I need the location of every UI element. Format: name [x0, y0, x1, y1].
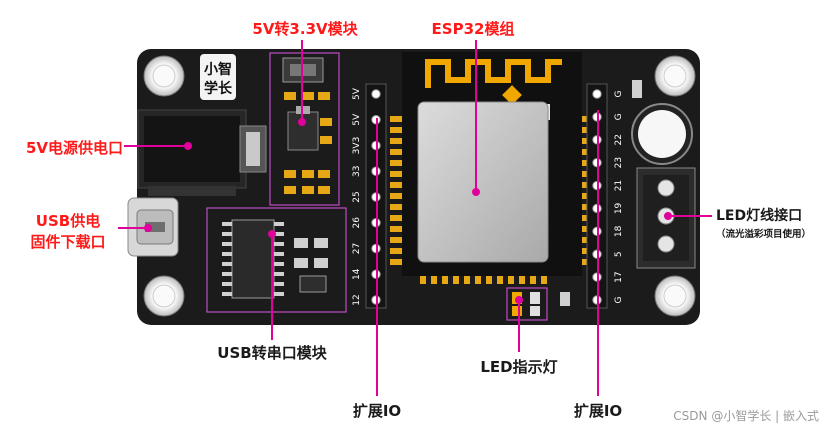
esp32-pad-bottom-6: [486, 274, 492, 284]
left-pin-label-3: 33: [352, 166, 362, 177]
esp32-pad-bottom-5: [475, 274, 481, 284]
esp32-pad-bottom-7: [497, 274, 503, 284]
right-pin-label-1: G: [614, 113, 624, 120]
esp32-pad-left-3: [390, 149, 402, 155]
esp32-pad-left-13: [390, 259, 402, 265]
esp32-pad-bottom-3: [453, 274, 459, 284]
left-pin-label-6: 27: [352, 243, 362, 254]
right-pin-0: [592, 89, 602, 99]
left-pin-label-5: 26: [352, 217, 362, 229]
left-pin-label-1: 5V: [352, 113, 362, 126]
right-pin-label-5: 19: [614, 202, 624, 214]
esp32-pad-left-10: [390, 226, 402, 232]
brand-logo: 小智 学长: [200, 54, 236, 100]
dc-power-jack: [137, 109, 267, 196]
esp32-pad-left-5: [390, 171, 402, 177]
right-pin-label-8: 17: [614, 271, 624, 282]
right-pin-label-9: G: [614, 296, 624, 303]
esp32-pad-left-9: [390, 215, 402, 221]
logo-line1: 小智: [204, 61, 232, 78]
esp32-pad-left-7: [390, 193, 402, 199]
esp32-pad-bottom-1: [431, 274, 437, 284]
esp32-pad-bottom-4: [464, 274, 470, 284]
esp32-pad-left-8: [390, 204, 402, 210]
label-expand-io-right: 扩展IO: [573, 402, 623, 420]
esp32-pad-left-0: [390, 116, 402, 122]
mounting-holes: [143, 55, 696, 317]
esp32-pad-left-12: [390, 248, 402, 254]
right-pin-label-2: 22: [614, 134, 624, 145]
left-pin-labels: 5V 5V 3V3 33 25 26 27 14 12: [352, 87, 362, 306]
left-pin-label-2: 3V3: [352, 137, 362, 155]
esp32-pad-left-6: [390, 182, 402, 188]
label-led-connector: LED灯线接口: [716, 208, 803, 224]
label-usb-line1: USB供电: [35, 212, 101, 230]
leader-lines: [118, 40, 712, 396]
right-pin-label-4: 21: [614, 180, 624, 191]
regulator-module: [269, 52, 340, 206]
logo-line2: 学长: [204, 80, 233, 97]
label-regulator: 5V转3.3V模块: [252, 20, 358, 38]
usb-serial-module: [206, 207, 347, 313]
label-led-connector-note: （流光溢彩项目使用）: [716, 229, 812, 240]
esp32-pad-left-1: [390, 127, 402, 133]
label-led-indicator: LED指示灯: [480, 358, 558, 376]
left-pin-label-8: 12: [352, 294, 362, 305]
esp32-pad-bottom-8: [508, 274, 514, 284]
label-power-jack: 5V电源供电口: [25, 139, 123, 157]
label-expand-io-left: 扩展IO: [352, 402, 402, 420]
label-usb-line2: 固件下载口: [30, 233, 106, 251]
esp32-pad-bottom-0: [420, 274, 426, 284]
watermark: CSDN @小智学长 | 嵌入式: [673, 409, 819, 423]
esp32-pad-bottom-9: [519, 274, 525, 284]
label-esp32: ESP32模组: [431, 20, 515, 38]
left-pin-header: 5V 5V 3V3 33 25 26 27 14 12: [352, 83, 387, 309]
esp32-pad-left-2: [390, 138, 402, 144]
esp32-pad-bottom-11: [541, 274, 547, 284]
esp32-pad-bottom-2: [442, 274, 448, 284]
esp32-pad-left-4: [390, 160, 402, 166]
left-pin-label-4: 25: [352, 191, 362, 202]
esp32-pad-bottom-10: [530, 274, 536, 284]
left-pin-label-0: 5V: [352, 87, 362, 100]
esp32-module: [390, 52, 594, 284]
left-pin-label-7: 14: [352, 268, 362, 280]
label-usb-serial: USB转串口模块: [217, 344, 327, 362]
buzzer: [631, 80, 693, 165]
right-pin-label-3: 23: [614, 157, 624, 168]
right-pin-label-7: 5: [614, 251, 624, 257]
micro-usb-port: [127, 197, 179, 257]
esp32-pad-left-11: [390, 237, 402, 243]
left-pin-0: [371, 89, 381, 99]
right-pin-label-6: 18: [614, 225, 624, 237]
right-pin-label-0: G: [614, 90, 624, 97]
